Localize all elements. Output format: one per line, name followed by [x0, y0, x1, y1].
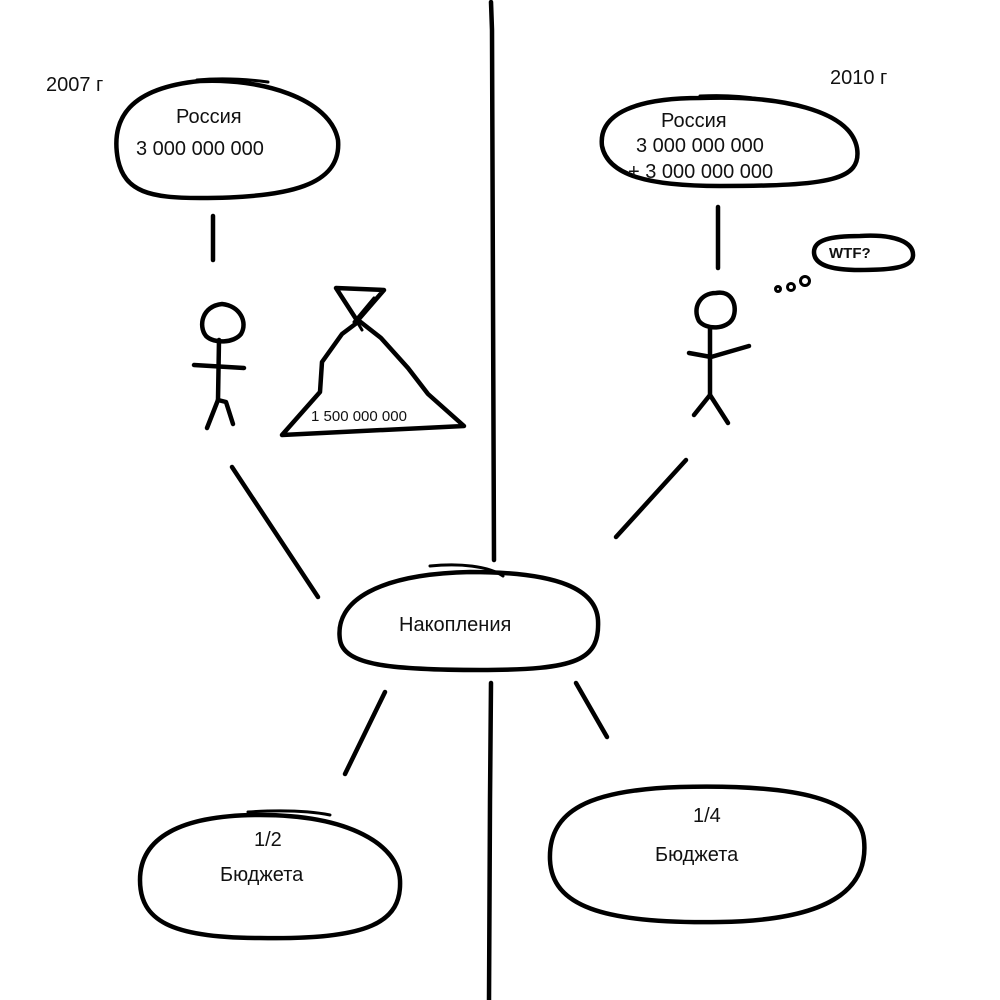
left-country-amount: 3 000 000 000 — [136, 138, 264, 160]
center-bubble-label: Накопления — [399, 614, 511, 636]
right-connector-person-center — [613, 457, 689, 540]
right-country-bubble-outline — [599, 95, 860, 189]
thought-dot-small — [774, 285, 782, 293]
thought-bubble-text: WTF? — [829, 245, 871, 262]
left-budget-bubble-outline — [137, 812, 403, 941]
left-person-arms — [191, 362, 247, 371]
right-person-arms — [686, 343, 752, 360]
left-budget-bubble-accent — [246, 809, 332, 817]
left-budget-label: Бюджета — [220, 864, 304, 886]
left-person-head — [200, 301, 246, 344]
right-budget-label: Бюджета — [655, 844, 739, 866]
left-country-name: Россия — [176, 106, 242, 128]
right-country-bubble-accent — [698, 94, 762, 101]
left-budget-fraction: 1/2 — [254, 829, 282, 851]
thought-dot-large — [799, 275, 811, 287]
right-stick-person — [686, 290, 752, 426]
right-budget-bubble: 1/4 Бюджета — [547, 784, 867, 925]
right-year-label: 2010 г — [830, 67, 887, 89]
center-bubble-outline — [337, 569, 601, 673]
divider-line-bottom — [486, 680, 494, 1000]
money-pile: 1 500 000 000 — [279, 285, 467, 438]
money-pile-knot — [342, 296, 376, 332]
right-country-bubble: Россия 3 000 000 000 + 3 000 000 000 — [599, 94, 860, 189]
center-savings-bubble: Накопления — [337, 563, 601, 673]
thought-bubble: WTF? — [774, 233, 916, 293]
right-country-name: Россия — [661, 110, 727, 132]
money-pile-amount: 1 500 000 000 — [311, 408, 407, 425]
left-budget-bubble: 1/2 Бюджета — [137, 809, 403, 941]
left-country-bubble: Россия 3 000 000 000 — [114, 77, 341, 201]
right-person-legs — [691, 392, 731, 426]
left-stick-person — [191, 301, 247, 431]
left-person-legs — [204, 397, 236, 431]
left-country-bubble-outline — [114, 78, 341, 201]
divider-line-top — [488, 0, 497, 563]
center-connector-right-budget — [573, 680, 610, 740]
right-budget-bubble-outline — [547, 784, 867, 925]
right-country-amount: 3 000 000 000 — [636, 135, 764, 157]
left-connector-person-center — [229, 464, 321, 600]
thought-dot-medium — [786, 282, 796, 292]
left-year-label: 2007 г — [46, 74, 103, 96]
center-bubble-accent — [428, 563, 505, 578]
left-person-body — [215, 337, 222, 403]
center-connector-left-budget — [342, 689, 388, 777]
right-person-head — [694, 290, 737, 330]
left-country-bubble-accent — [195, 77, 270, 84]
right-country-extra-amount: + 3 000 000 000 — [628, 161, 773, 183]
thought-bubble-outline — [811, 233, 916, 273]
right-budget-fraction: 1/4 — [693, 805, 721, 827]
money-pile-outline — [279, 285, 467, 438]
